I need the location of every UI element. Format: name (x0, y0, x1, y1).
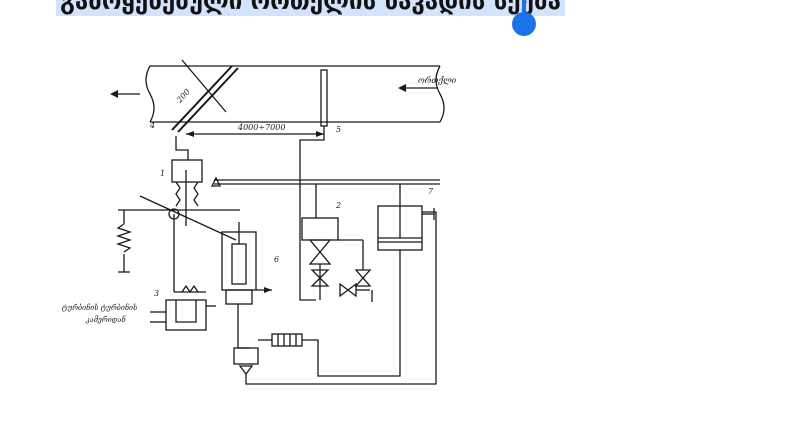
label-7: 7 (428, 187, 434, 196)
component-7 (377, 184, 435, 264)
label-3: 3 (154, 289, 159, 298)
turbine-caption-line1: ტურბინის ტურბინის (62, 303, 137, 312)
component-3 (150, 284, 216, 331)
flow-label: ორთქლი (418, 76, 457, 85)
valve-small-c (338, 239, 372, 287)
text-selection-handle[interactable] (512, 0, 536, 36)
component-2 (301, 184, 339, 300)
label-1: 1 (160, 169, 165, 178)
title-container: გამოყენებული ორთქლის ნაკადის სქემა (56, 0, 565, 16)
vertical-probe (320, 69, 328, 127)
impulse-line-5 (299, 126, 325, 301)
flow-arrow-left (110, 90, 140, 98)
dimension-line (186, 131, 324, 137)
valve-small-a (310, 269, 330, 287)
dimension-200: 200 (174, 87, 192, 105)
dimension-4000-7000: 4000÷7000 (237, 123, 285, 132)
selection-handle-stem (522, 0, 526, 22)
turbine-caption-line2: კამერიდან (85, 315, 126, 324)
page-title: გამოყენებული ორთქლის ნაკადის სქემა (56, 0, 565, 16)
component-6 (221, 222, 272, 305)
label-5: 5 (336, 125, 341, 134)
bottom-piping (233, 211, 437, 385)
label-6: 6 (274, 255, 279, 264)
component-1 (171, 159, 203, 226)
valve-small-b (339, 282, 370, 298)
spring-left (115, 210, 133, 273)
label-2: 2 (335, 201, 341, 210)
steam-pipe (145, 65, 445, 123)
selection-handle-knob[interactable] (512, 12, 536, 36)
diagonal-probe (171, 59, 239, 133)
lever-main (118, 195, 240, 292)
label-4: 4 (149, 121, 155, 130)
lever-top (210, 176, 440, 187)
impulse-line-4 (175, 136, 189, 160)
flow-arrow-right (398, 84, 438, 92)
